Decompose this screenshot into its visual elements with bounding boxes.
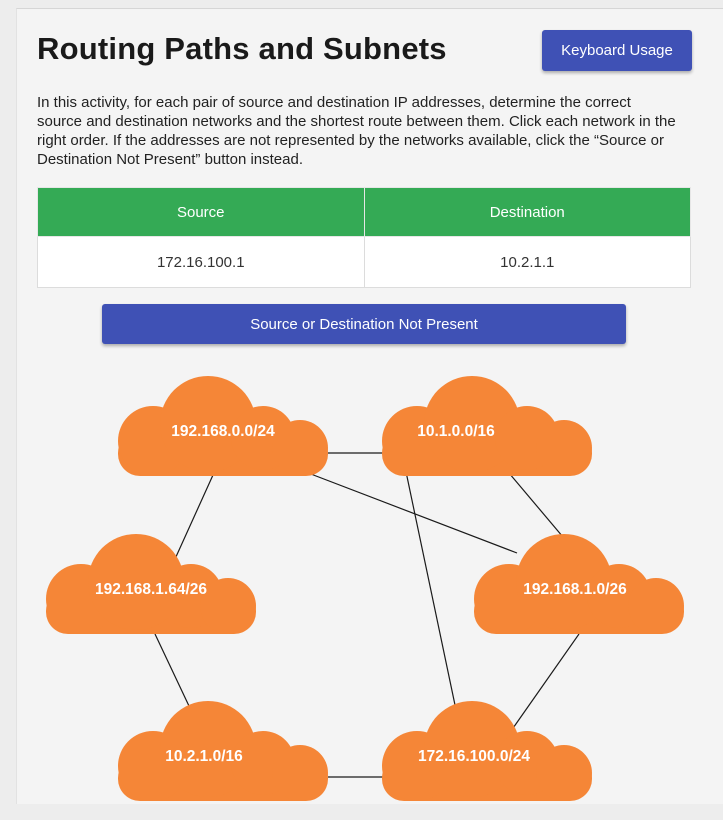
- column-header-destination: Destination: [363, 187, 691, 237]
- link-n4-n6: [510, 633, 580, 732]
- link-n2-n6: [404, 466, 456, 706]
- network-cloud-n2[interactable]: 10.1.0.0/16: [382, 376, 592, 476]
- keyboard-usage-button[interactable]: Keyboard Usage: [542, 30, 692, 71]
- link-n1-n4: [302, 470, 518, 554]
- network-cloud-n4[interactable]: 192.168.1.0/26: [474, 534, 684, 634]
- network-links: [154, 452, 580, 778]
- destination-ip-cell: 10.2.1.1: [363, 236, 691, 288]
- network-diagram: 192.168.0.0/24 10.1.0.0/16 192.168.1.64/…: [46, 376, 684, 801]
- link-n1-n3: [174, 474, 214, 560]
- network-cloud-n1[interactable]: 192.168.0.0/24: [118, 376, 328, 476]
- network-label-n5: 10.2.1.0/16: [165, 748, 243, 765]
- network-label-n1: 192.168.0.0/24: [171, 423, 275, 440]
- network-label-n2: 10.1.0.0/16: [417, 423, 495, 440]
- network-label-n6: 172.16.100.0/24: [418, 748, 530, 765]
- table-header-row: Source Destination: [37, 187, 691, 237]
- column-header-source: Source: [37, 187, 365, 237]
- page-title: Routing Paths and Subnets: [37, 31, 447, 66]
- network-cloud-n6[interactable]: 172.16.100.0/24: [382, 701, 592, 801]
- network-cloud-n5[interactable]: 10.2.1.0/16: [118, 701, 328, 801]
- table-row: 172.16.100.1 10.2.1.1: [37, 236, 691, 288]
- source-ip-cell: 172.16.100.1: [37, 236, 365, 288]
- network-label-n4: 192.168.1.0/26: [523, 581, 627, 598]
- link-n2-n4: [508, 472, 564, 538]
- network-label-n3: 192.168.1.64/26: [95, 581, 207, 598]
- activity-panel: Routing Paths and Subnets Keyboard Usage…: [16, 8, 723, 804]
- not-present-button[interactable]: Source or Destination Not Present: [102, 304, 626, 344]
- network-cloud-n3[interactable]: 192.168.1.64/26: [46, 534, 256, 634]
- instructions-text: In this activity, for each pair of sourc…: [37, 94, 676, 168]
- source-destination-table: Source Destination 172.16.100.1 10.2.1.1: [37, 187, 691, 288]
- link-n3-n5: [154, 633, 190, 707]
